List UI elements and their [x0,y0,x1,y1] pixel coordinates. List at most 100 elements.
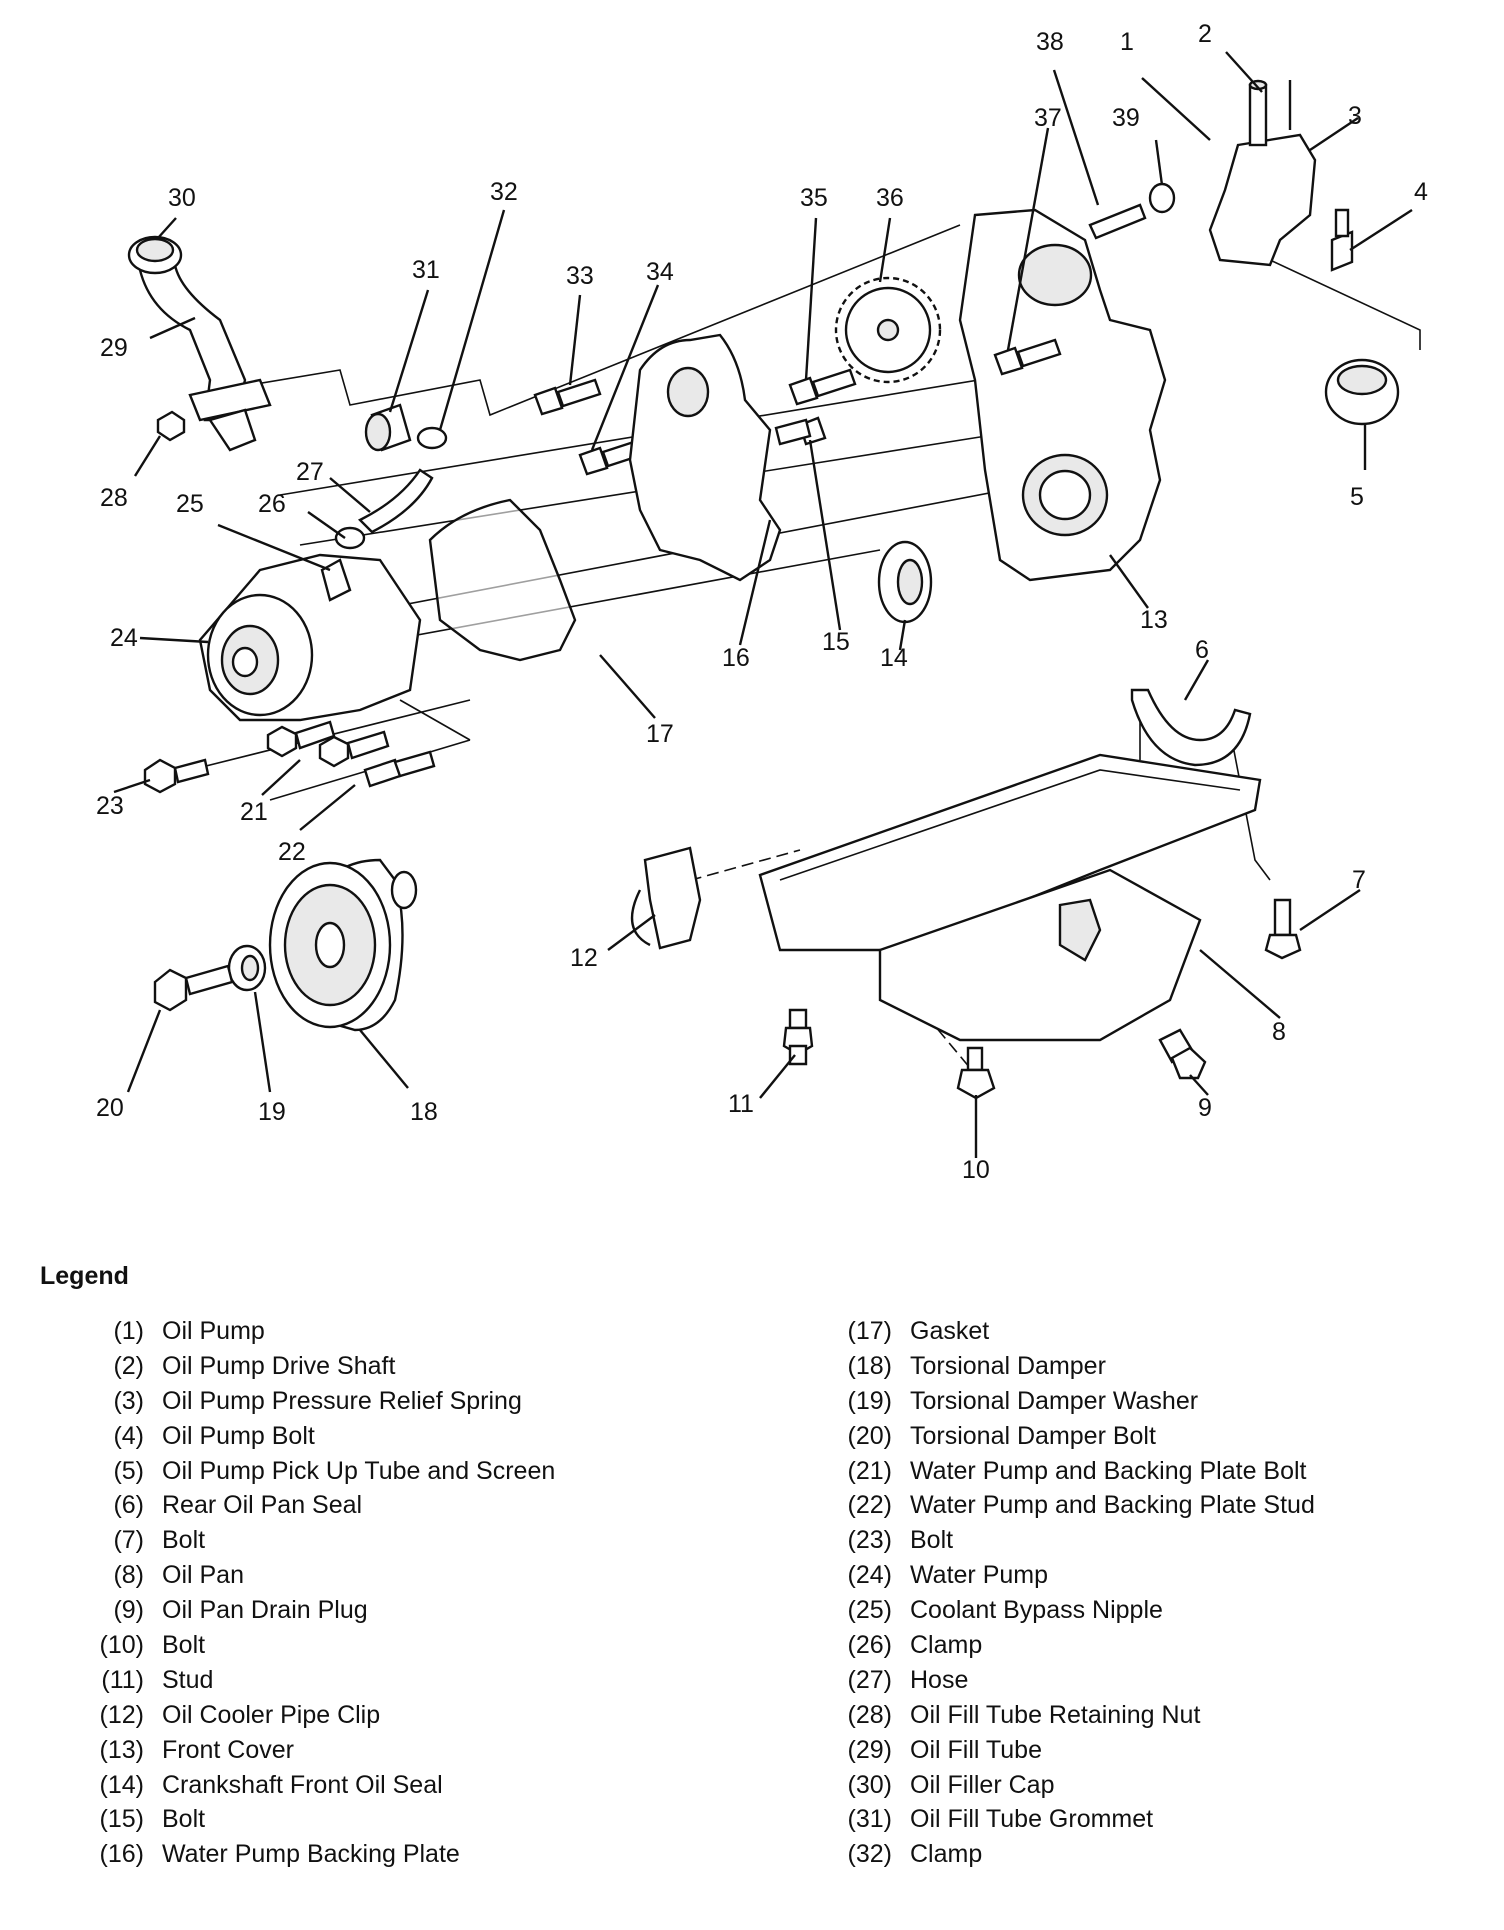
callout-17: 17 [646,720,674,748]
bolts-upper [533,368,857,476]
callout-20: 20 [96,1094,124,1122]
legend-item-name: Gasket [910,1317,990,1345]
legend-item: (20) Torsional Damper Bolt [820,1419,1315,1454]
callout-10: 10 [962,1156,990,1184]
callout-31: 31 [412,256,440,284]
legend-item-name: Oil Pump Pressure Relief Spring [162,1386,522,1415]
legend-item: (29) Oil Fill Tube [820,1733,1315,1768]
legend-item-name: Torsional Damper Bolt [910,1421,1156,1450]
legend-item-number: (32) [847,1840,892,1869]
callout-2: 2 [1198,20,1212,48]
oil-pan-fasteners [782,1008,1207,1100]
legend-item: (9) Oil Pan Drain Plug [72,1593,555,1628]
legend-item-number: (29) [847,1735,892,1764]
legend-item-number: (17) [847,1317,892,1345]
legend-item-number: (20) [847,1421,892,1450]
legend-item-name: Rear Oil Pan Seal [162,1491,363,1520]
callout-1: 1 [1120,28,1134,56]
clamps [334,426,448,550]
callout-16: 16 [722,644,750,672]
legend-item-number: (7) [113,1526,144,1555]
legend-item: (24) Water Pump [820,1558,1315,1593]
legend-item-number: (27) [847,1665,892,1694]
legend-item: (14)Crankshaft Front Oil Seal [72,1768,555,1803]
hose [357,468,434,534]
callout-6: 6 [1195,636,1209,664]
legend-item: (12) Oil Cooler Pipe Clip [72,1698,555,1733]
legend-item-number: (6) [113,1491,144,1520]
callout-15: 15 [822,628,850,656]
legend-item: (1)Oil Pump [72,1314,555,1349]
legend-item-number: (2) [113,1351,144,1380]
legend-item-name: Oil Fill Tube [910,1735,1042,1764]
callout-5: 5 [1350,483,1364,511]
legend-column-right: (17) Gasket (18)Torsional Damper (19) Tors… [820,1314,1315,1872]
legend-item: (3) Oil Pump Pressure Relief Spring [72,1384,555,1419]
legend-item-name: Oil Pan Drain Plug [162,1596,368,1625]
legend-item-name: Oil Cooler Pipe Clip [162,1700,381,1729]
callout-9: 9 [1198,1094,1212,1122]
legend-item: (32) Clamp [820,1837,1315,1872]
legend-item-number: (14) [99,1770,144,1799]
oil-cooler-pipe-clip [630,846,702,950]
oil-fill-tube-grommet [364,403,412,452]
legend-item-name: Clamp [910,1840,983,1869]
legend-item: (16) Water Pump Backing Plate [72,1837,555,1872]
cover-fasteners [993,182,1176,376]
legend-item: (23)Bolt [820,1523,1315,1558]
water-pump-backing-plate [628,333,782,582]
torsional-damper-washer [227,944,267,992]
legend-item-number: (31) [847,1805,892,1834]
callout-28: 28 [100,484,128,512]
legend-item-number: (9) [113,1596,144,1625]
callout-32: 32 [490,178,518,206]
legend-item-name: Torsional Damper Washer [910,1386,1199,1415]
legend-title: Legend [40,1262,129,1290]
legend-item-number: (3) [113,1386,144,1415]
callout-13: 13 [1140,606,1168,634]
legend-item-number: (25) [847,1596,892,1625]
legend-item-name: Oil Pump Bolt [162,1421,315,1450]
legend-item-name: Stud [162,1665,214,1694]
legend-item-name: Oil Pan [162,1561,244,1590]
legend-item: (21)Water Pump and Backing Plate Bolt [820,1454,1315,1489]
legend-item: (19) Torsional Damper Washer [820,1384,1315,1419]
legend-item-name: Bolt [910,1526,954,1555]
legend-item-number: (12) [99,1700,144,1729]
legend-item: (7)Bolt [72,1523,555,1558]
oil-pan-bolt [1264,898,1302,960]
front-cover [958,208,1167,582]
legend-item-name: Clamp [910,1631,983,1660]
legend-item-number: (1) [113,1317,144,1345]
legend-item-name: Oil Pump Drive Shaft [162,1351,396,1380]
callout-26: 26 [258,490,286,518]
legend-item-number: (24) [847,1561,892,1590]
callout-22: 22 [278,838,306,866]
legend-item-number: (16) [99,1840,144,1869]
callout-8: 8 [1272,1018,1286,1046]
legend-item: (18)Torsional Damper [820,1349,1315,1384]
oil-pump-pickup-screen [1324,358,1400,426]
callout-23: 23 [96,792,124,820]
callout-21: 21 [240,798,268,826]
leader-lines [113,51,1413,1158]
legend-item-name: Oil Fill Tube Retaining Nut [910,1700,1201,1729]
legend-item: (6) Rear Oil Pan Seal [72,1488,555,1523]
legend-item: (26) Clamp [820,1628,1315,1663]
legend-item-number: (28) [847,1700,892,1729]
water-pump [198,553,422,722]
gasket [428,498,577,662]
legend-item-name: Water Pump Backing Plate [162,1840,460,1869]
water-pump-fasteners [143,720,436,794]
callout-39: 39 [1112,104,1140,132]
legend-item-number: (19) [847,1386,892,1415]
legend-item-number: (26) [847,1631,892,1660]
legend-item-name: Oil Pump Pick Up Tube and Screen [162,1456,556,1485]
legend-item-number: (18) [847,1351,892,1380]
legend-item: (8)Oil Pan [72,1558,555,1593]
legend-item-name: Bolt [162,1631,206,1660]
callout-27: 27 [296,458,324,486]
legend-item-name: Water Pump [910,1561,1049,1590]
legend-item-name: Water Pump and Backing Plate Stud [910,1491,1315,1520]
callout-35: 35 [800,184,828,212]
